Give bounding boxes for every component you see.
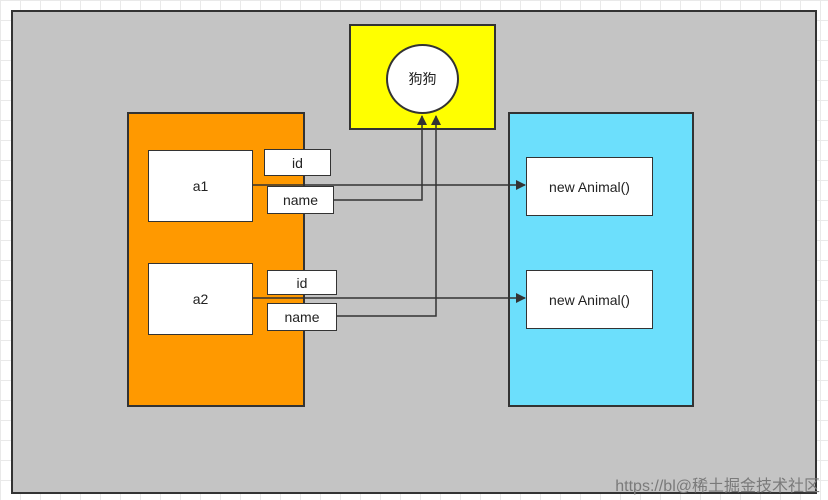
object-label: new Animal() (549, 291, 630, 308)
object-box-1: new Animal() (526, 157, 653, 216)
object-box-2: new Animal() (526, 270, 653, 329)
watermark: https://bl@稀土掘金技术社区 (615, 478, 820, 495)
variable-box-a2: a2 (148, 263, 253, 335)
field-label: id (296, 274, 308, 291)
shared-string-node: 狗狗 (386, 44, 459, 114)
object-label: new Animal() (549, 178, 630, 195)
field-label: name (282, 192, 319, 208)
field-label: id (292, 154, 303, 171)
field-box-name: name (267, 186, 334, 214)
variable-label: a1 (192, 178, 209, 194)
field-box-id: id (267, 270, 337, 295)
name-arrow-a1-string (334, 115, 427, 201)
shared-string-label: 狗狗 (408, 71, 437, 87)
field-box-name: name (267, 303, 337, 331)
name-arrow-a2-string (337, 115, 441, 317)
field-label: name (284, 309, 320, 325)
variable-box-a1: a1 (148, 150, 253, 222)
field-box-id: id (264, 149, 331, 176)
variable-label: a2 (192, 291, 209, 307)
